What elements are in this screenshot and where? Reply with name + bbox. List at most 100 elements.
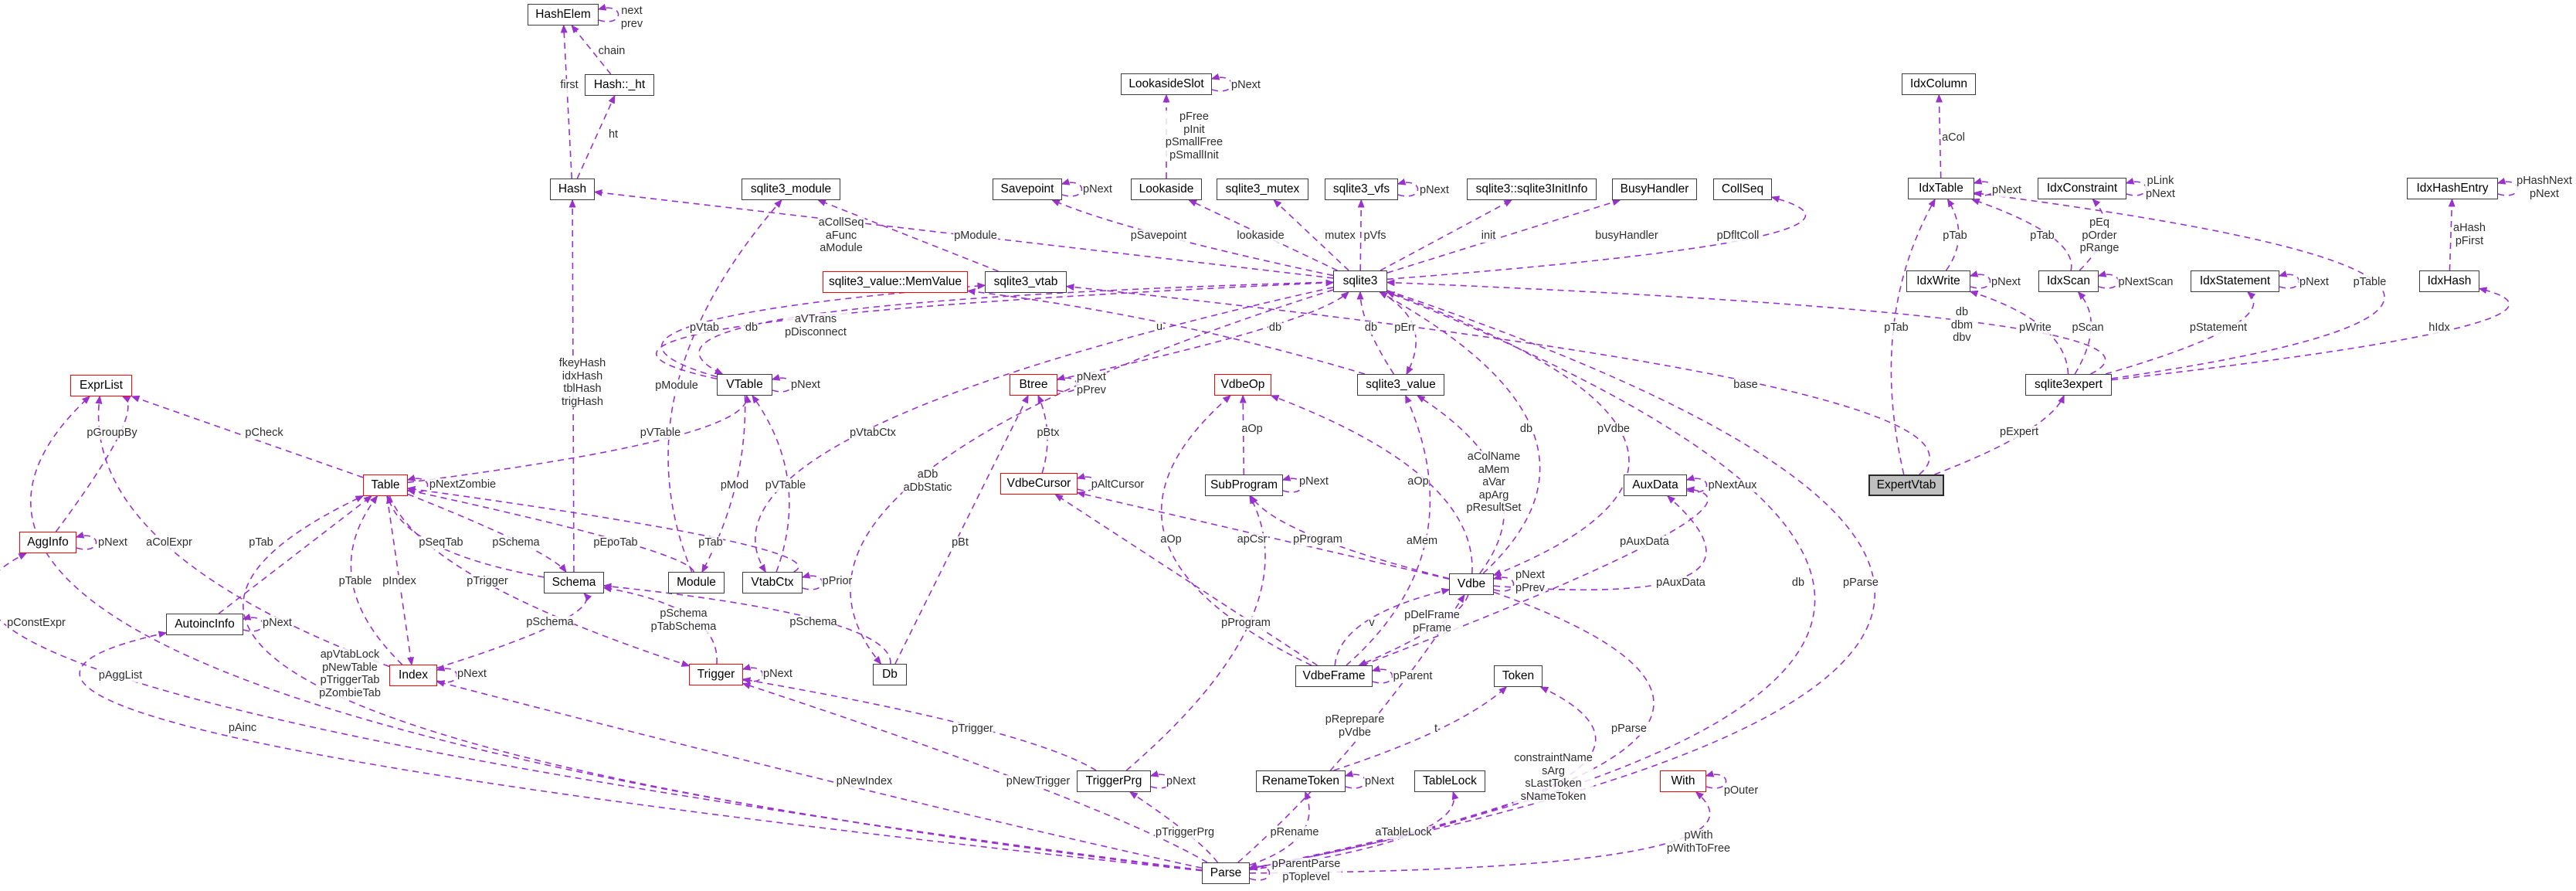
edge-label-pNextScan: pNextScan	[2117, 276, 2174, 289]
node-IdxWrite[interactable]: IdxWrite	[1906, 270, 1970, 292]
node-sqlite3_vtab[interactable]: sqlite3_vtab	[985, 271, 1067, 293]
edge-label-pNext: pNext	[456, 668, 487, 681]
edge-label-pBtx: pBtx	[1036, 427, 1061, 440]
node-ExpertVtab[interactable]: ExpertVtab	[1868, 474, 1944, 496]
edge-label-pTab: pTab	[248, 536, 274, 549]
node-IdxConstraint[interactable]: IdxConstraint	[2038, 178, 2126, 199]
edge-label-aOp: aOp	[1240, 423, 1264, 436]
edge-label-pNext: pNext	[97, 536, 128, 549]
edge-label-pParse: pParse	[1842, 576, 1879, 590]
edge	[1248, 290, 1875, 871]
edge-label-pCheck: pCheck	[244, 427, 284, 440]
edge	[386, 495, 545, 578]
node-ExprList[interactable]: ExprList	[70, 375, 132, 396]
node-MemValue[interactable]: sqlite3_value::MemValue	[823, 271, 968, 293]
node-sqlite3InitInfo[interactable]: sqlite3::sqlite3InitInfo	[1467, 179, 1597, 200]
node-Btree[interactable]: Btree	[1010, 374, 1057, 396]
edge-label-pParent: pParent	[1392, 670, 1434, 683]
node-Hash[interactable]: Hash	[550, 179, 595, 200]
node-VdbeCursor[interactable]: VdbeCursor	[1000, 473, 1078, 495]
node-sqlite3_vfs[interactable]: sqlite3_vfs	[1325, 179, 1398, 200]
edge	[817, 199, 999, 272]
edge-label-pSchema: pSchema	[789, 616, 838, 629]
node-IdxTable[interactable]: IdxTable	[1908, 178, 1974, 199]
edge	[2097, 270, 2120, 289]
node-Schema[interactable]: Schema	[544, 572, 604, 593]
node-VdbeOp[interactable]: VdbeOp	[1214, 374, 1271, 396]
node-sqlite3[interactable]: sqlite3	[1333, 270, 1387, 292]
edge-label-pTab: pTab	[697, 536, 724, 549]
edge	[742, 677, 1097, 771]
node-Vdbe[interactable]: Vdbe	[1449, 573, 1494, 595]
edge	[1890, 198, 1936, 475]
node-sqlite3_mutex[interactable]: sqlite3_mutex	[1217, 179, 1308, 200]
edge	[1371, 665, 1393, 684]
edge	[1333, 685, 1508, 771]
node-Token[interactable]: Token	[1494, 665, 1543, 687]
node-CollSeq[interactable]: CollSeq	[1713, 179, 1772, 200]
edge	[1379, 291, 1541, 574]
node-sqlite3_value[interactable]: sqlite3_value	[1357, 374, 1444, 396]
edge-label-db: db	[1363, 321, 1379, 335]
edge-label-pNext: pNext	[2299, 276, 2330, 289]
node-IdxScan[interactable]: IdxScan	[2038, 270, 2099, 292]
edge	[0, 553, 1203, 871]
node-sqlite3_module[interactable]: sqlite3_module	[742, 179, 840, 200]
node-TableLock[interactable]: TableLock	[1414, 770, 1485, 792]
node-BusyHandler[interactable]: BusyHandler	[1612, 179, 1697, 200]
node-IdxColumn[interactable]: IdxColumn	[1902, 73, 1976, 95]
edge	[1357, 199, 1365, 271]
node-IdxStatement[interactable]: IdxStatement	[2191, 270, 2279, 292]
node-Db[interactable]: Db	[873, 664, 907, 685]
edge	[75, 532, 97, 550]
edge-label-pIndex: pIndex	[382, 575, 417, 588]
node-sqlite3expert[interactable]: sqlite3expert	[2025, 374, 2112, 396]
node-LookasideSlot[interactable]: LookasideSlot	[1121, 73, 1212, 95]
edge-label-pBt: pBt	[951, 536, 969, 549]
node-Module[interactable]: Module	[668, 572, 725, 593]
edge	[1239, 394, 1247, 475]
edge	[1386, 199, 1621, 274]
node-SubProgram[interactable]: SubProgram	[1205, 474, 1283, 496]
node-Index[interactable]: Index	[389, 665, 437, 686]
edge	[1970, 198, 2072, 271]
node-With[interactable]: With	[1660, 770, 1706, 792]
node-IdxHash[interactable]: IdxHash	[2419, 270, 2479, 292]
edge-label-db: db	[1790, 576, 1806, 590]
node-VTable[interactable]: VTable	[717, 374, 772, 396]
node-Savepoint[interactable]: Savepoint	[993, 179, 1062, 200]
edge-label-pNewTrigger: pNewTrigger	[1005, 775, 1071, 788]
node-Hash_ht[interactable]: Hash::_ht	[585, 74, 654, 96]
node-VdbeFrame[interactable]: VdbeFrame	[1295, 665, 1373, 687]
node-HashElem[interactable]: HashElem	[528, 4, 599, 26]
node-Table[interactable]: Table	[363, 474, 408, 496]
node-AutoincInfo[interactable]: AutoincInfo	[166, 614, 243, 635]
edge	[1362, 486, 1709, 666]
node-VtabCtx[interactable]: VtabCtx	[742, 572, 803, 593]
edge-label-lookaside: lookaside	[1236, 230, 1285, 243]
node-TriggerPrg[interactable]: TriggerPrg	[1077, 770, 1151, 792]
edge-label-pExpert: pExpert	[1999, 426, 2039, 439]
edge-label-pNext: pNext	[1364, 775, 1395, 788]
edge	[1061, 179, 1083, 197]
node-Lookaside[interactable]: Lookaside	[1131, 179, 1202, 200]
node-RenameToken[interactable]: RenameToken	[1256, 770, 1346, 792]
node-AuxData[interactable]: AuxData	[1624, 474, 1687, 496]
node-IdxHashEntry[interactable]: IdxHashEntry	[2407, 178, 2498, 199]
edge	[1210, 73, 1233, 92]
node-AggInfo[interactable]: AggInfo	[19, 532, 76, 553]
edge-label-pSeqTab: pSeqTab	[418, 536, 464, 549]
node-Trigger[interactable]: Trigger	[689, 664, 743, 685]
node-Parse[interactable]: Parse	[1202, 862, 1250, 884]
